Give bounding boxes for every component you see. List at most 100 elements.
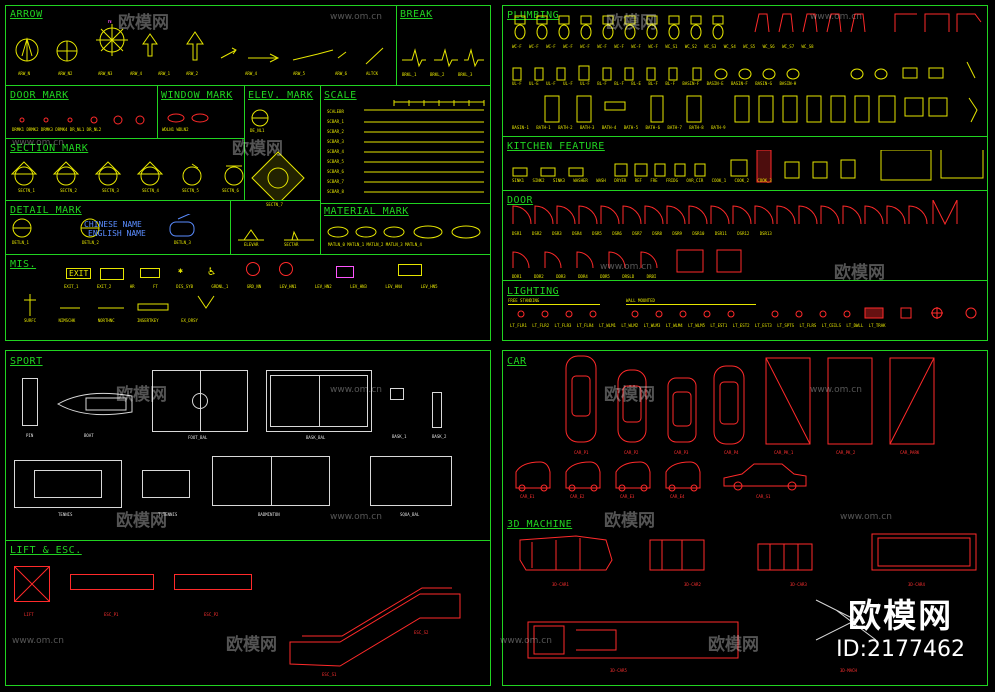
hr-sign — [140, 268, 160, 278]
symbol-label: BRKL_3 — [458, 72, 473, 77]
symbol-label: SECTN_5 — [182, 188, 199, 193]
symbol-label: DETLN_3 — [174, 240, 191, 245]
stamp-id: ID:2177462 — [836, 637, 965, 662]
wheelchair-icon: ♿ — [208, 264, 216, 278]
bask-bal-label: BASK_BAL — [306, 435, 326, 440]
watermark-url: www.om.cn — [330, 385, 382, 395]
esc-p2-symbol — [174, 574, 252, 590]
stamp-brand: 欧模网 — [848, 596, 954, 635]
watermark-brand: 欧模网 — [604, 385, 655, 405]
symbol-label: MATLN_0 MATLN_1 MATLN_2 MATLN_3 MATLN_4 — [328, 242, 422, 247]
machine-models — [519, 533, 977, 659]
watermark-url: www.om.cn — [12, 138, 64, 148]
symbol-label: DRMK1 DRMK2 DRMK3 DRMK4 DR_NL1 DR_NL2 — [12, 127, 102, 132]
section-mark-symbols — [10, 151, 305, 200]
car-pk1-label: CAR_PK_1 — [774, 450, 794, 455]
divider — [5, 85, 491, 86]
symbol-label: ARW_1 — [158, 71, 171, 76]
car-p1-label: CAR_P1 — [574, 450, 589, 455]
divider — [320, 85, 321, 254]
watermark-url: www.om.cn — [810, 12, 862, 22]
machine-1-label: 3D-CAR1 — [552, 582, 569, 587]
car-parking-bays — [765, 357, 935, 445]
car-p3-label: CAR_P3 — [674, 450, 689, 455]
divider — [502, 136, 988, 137]
squa-bal-label: SQUA_BAL — [400, 512, 420, 517]
symbol-label: SECTN_3 — [102, 188, 119, 193]
id-stamp: 欧模网 ID:2177462 — [836, 589, 965, 662]
mis-labels: EXIT_1 EXIT_2 HR FT DIS_SYB GRDNL_1 GRD_… — [64, 284, 438, 289]
machine-4-label: 3D-CAR4 — [908, 582, 925, 587]
section-title-section-mark: SECTION MARK — [10, 143, 89, 154]
level-mark — [398, 264, 422, 276]
door-mark-symbols — [19, 115, 145, 125]
section-title-door: DOOR — [507, 195, 534, 206]
door-labels: DDR1 DDR2 DDR3 DDR4 DDR5 DRSLD DRBI — [512, 274, 657, 279]
watermark-url: www.om.cn — [330, 12, 382, 22]
escalator-side — [289, 587, 461, 667]
section-title-window-mark: WINDOW MARK — [161, 90, 233, 101]
plumbing-labels: UL-F UL-E UL-F UL-F UL-F BL-F BL-F BL-E … — [512, 81, 797, 86]
symbol-label: BRKL_2 — [430, 72, 445, 77]
divider — [244, 85, 245, 200]
machine-3-label: 3D-CAR3 — [790, 582, 807, 587]
divider — [5, 138, 245, 139]
scale-bars — [364, 100, 485, 193]
watermark-url: www.om.cn — [840, 512, 892, 522]
divider — [5, 254, 491, 255]
watermark-url: www.om.cn — [12, 636, 64, 646]
watermark-brand: 欧模网 — [834, 263, 885, 283]
watermark-brand: 欧模网 — [606, 13, 657, 33]
svg-text:N: N — [108, 20, 112, 25]
section-title-lift: LIFT & ESC. — [10, 545, 82, 556]
mis-row2-labels: SURFC NIMSCHK NORTHNC INSERTKEY EX_DRSY — [24, 318, 198, 323]
symbol-label: BRKL_1 — [402, 72, 417, 77]
chinese-name-text: CHINESE NAME — [84, 220, 142, 229]
car-e4-label: CAR_E4 — [670, 494, 685, 499]
symbol-label: ARW_N3 — [98, 71, 113, 76]
foot-bal-label: FOOT_BAL — [188, 435, 208, 440]
symbol-label: WDLN1 WDLN2 — [162, 127, 189, 132]
car-plan-views — [565, 355, 745, 445]
watermark-url: www.om.cn — [330, 512, 382, 522]
esc-p1-symbol — [70, 574, 154, 590]
watermark-url: www.om.cn — [810, 385, 862, 395]
pin-label: PIN — [26, 433, 34, 438]
wall-mounted-label: WALL MOUNTED — [626, 298, 655, 303]
kitchen-symbols — [512, 150, 984, 183]
divider — [320, 203, 491, 204]
symbol-label: ARW_N2 — [58, 71, 73, 76]
watermark-url: www.om.cn — [500, 636, 552, 646]
free-standing-label: FREE STANDING — [508, 298, 540, 303]
lift-sign — [100, 268, 124, 280]
plumbing-labels: BASIN-1 BATH-1 BATH-2 BATH-3 BATH-4 BATH… — [512, 125, 726, 130]
grid-mark — [279, 262, 293, 276]
section-title-door-mark: DOOR MARK — [10, 90, 69, 101]
section-title-machine: 3D MACHINE — [507, 519, 573, 530]
hoop-1 — [390, 388, 404, 400]
table-tennis — [142, 470, 190, 498]
lift-cross — [14, 566, 50, 602]
section-title-arrow: ARROW — [10, 9, 43, 20]
section-title-sport: SPORT — [10, 356, 43, 367]
right-top-panel — [502, 5, 988, 341]
divider — [319, 375, 320, 427]
section-title-elev-mark: ELEV. MARK — [248, 90, 314, 101]
section-title-lighting: LIGHTING — [507, 286, 560, 297]
badminton-label: BADMINTON — [258, 512, 280, 517]
left-top-panel — [5, 5, 491, 341]
symbol-label: DE_NL1 — [250, 128, 265, 133]
car-e2-label: CAR_E2 — [570, 494, 585, 499]
symbol-label: BASK_2 — [432, 434, 447, 439]
squash-court — [370, 456, 452, 506]
divider — [230, 200, 231, 254]
esc-p1-label: ESC_P1 — [104, 612, 119, 617]
symbol-label: SECTAR — [284, 242, 299, 247]
english-name-text: ENGLISH NAME — [88, 229, 146, 238]
kitchen-labels: SINK1 SINK2 SINK3 WASHER WASH DRYER REF … — [512, 178, 772, 183]
exit-sign: EXIT — [66, 268, 92, 279]
elev-arrow-symbols — [238, 229, 314, 241]
divider — [626, 304, 756, 305]
door-labels: DSR1 DSR2 DSR3 DSR4 DSR5 DSR6 DSR7 DSR8 … — [512, 231, 772, 236]
divider — [396, 5, 397, 85]
